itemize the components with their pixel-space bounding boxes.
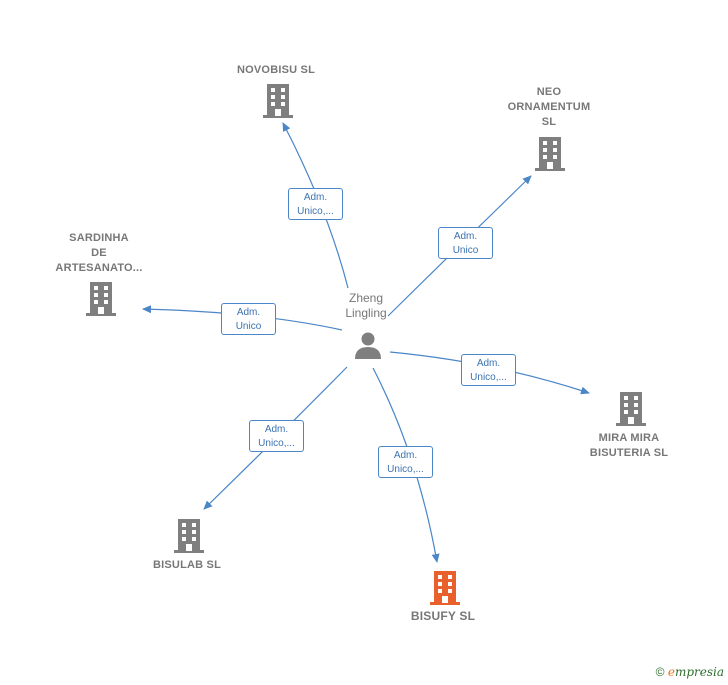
building-icon[interactable] bbox=[262, 83, 294, 119]
node-label-line: ARTESANATO... bbox=[55, 262, 143, 274]
building-icon[interactable] bbox=[85, 281, 117, 317]
node-label-line: BISULAB SL bbox=[153, 559, 221, 571]
building-icon[interactable] bbox=[534, 136, 566, 172]
center-person-name-line1: Zheng bbox=[348, 291, 384, 305]
edge-label-neo[interactable]: Adm. Unico bbox=[438, 227, 493, 259]
node-label-bisulab[interactable]: BISULAB SL bbox=[127, 558, 247, 573]
node-label-bisufy[interactable]: BISUFY SL bbox=[383, 609, 503, 624]
edge-label-line2: Unico,... bbox=[470, 372, 507, 383]
edge-label-line2: Unico bbox=[235, 321, 262, 332]
edge-label-bisulab[interactable]: Adm. Unico,... bbox=[249, 420, 304, 452]
edge-label-sardinha[interactable]: Adm. Unico bbox=[221, 303, 276, 335]
node-label-line: NOVOBISU SL bbox=[237, 64, 315, 76]
brand-initial: e bbox=[667, 665, 675, 679]
edge-label-miramira[interactable]: Adm. Unico,... bbox=[461, 354, 516, 386]
building-icon[interactable] bbox=[429, 570, 461, 606]
edge-label-line1: Adm. bbox=[236, 307, 261, 318]
node-label-line: ORNAMENTUM bbox=[507, 101, 591, 113]
node-label-novobisu[interactable]: NOVOBISU SL bbox=[216, 63, 336, 78]
brand-logo: empresia bbox=[668, 665, 724, 679]
node-label-line: DE bbox=[91, 247, 107, 259]
brand-rest: mpresia bbox=[674, 665, 724, 679]
node-label-line: NEO bbox=[536, 86, 562, 98]
edge-label-bisufy[interactable]: Adm. Unico,... bbox=[378, 446, 433, 478]
node-label-line: SL bbox=[541, 116, 557, 128]
node-label-line: BISUTERIA SL bbox=[589, 447, 669, 459]
edge-label-line2: Unico,... bbox=[297, 206, 334, 217]
center-person-name[interactable]: Zheng Lingling bbox=[335, 291, 397, 321]
node-label-line: BISUFY SL bbox=[410, 609, 476, 623]
node-label-line: SARDINHA bbox=[69, 232, 129, 244]
edge-label-novobisu[interactable]: Adm. Unico,... bbox=[288, 188, 343, 220]
building-icon[interactable] bbox=[615, 391, 647, 427]
edge-label-line2: Unico,... bbox=[387, 464, 424, 475]
edge-label-line2: Unico bbox=[452, 245, 479, 256]
person-icon[interactable] bbox=[353, 330, 383, 360]
edge-label-line1: Adm. bbox=[264, 424, 289, 435]
edge-label-line1: Adm. bbox=[393, 450, 418, 461]
edge-label-line2: Unico,... bbox=[258, 438, 295, 449]
building-icon[interactable] bbox=[173, 518, 205, 554]
footer-brand: © empresia bbox=[656, 665, 724, 679]
edge-label-line1: Adm. bbox=[453, 231, 478, 242]
center-person-name-line2: Lingling bbox=[345, 306, 387, 320]
node-label-neo[interactable]: NEO ORNAMENTUM SL bbox=[489, 85, 609, 130]
node-label-miramira[interactable]: MIRA MIRA BISUTERIA SL bbox=[569, 431, 689, 461]
node-label-sardinha[interactable]: SARDINHA DE ARTESANATO... bbox=[39, 231, 159, 276]
edge-label-line1: Adm. bbox=[303, 192, 328, 203]
edge-label-line1: Adm. bbox=[476, 358, 501, 369]
node-label-line: MIRA MIRA bbox=[598, 432, 660, 444]
copyright-symbol: © bbox=[655, 665, 665, 679]
